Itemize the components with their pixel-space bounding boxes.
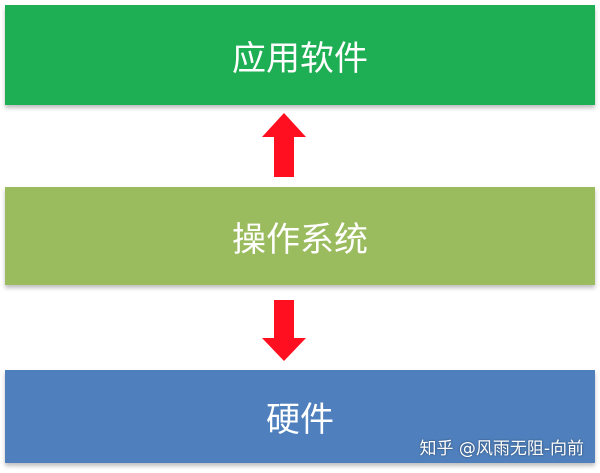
layer-label: 应用软件 — [232, 38, 368, 79]
layer-label: 硬件 — [266, 400, 334, 440]
operating-system-layer: 操作系统 — [5, 187, 595, 285]
layer-label: 操作系统 — [232, 219, 368, 260]
arrow-up-icon — [262, 113, 306, 177]
arrow-down-icon — [262, 300, 306, 361]
hardware-layer: 硬件 — [5, 370, 595, 463]
watermark: 知乎 @风雨无阻-向前 — [419, 439, 584, 459]
application-software-layer: 应用软件 — [5, 5, 595, 105]
